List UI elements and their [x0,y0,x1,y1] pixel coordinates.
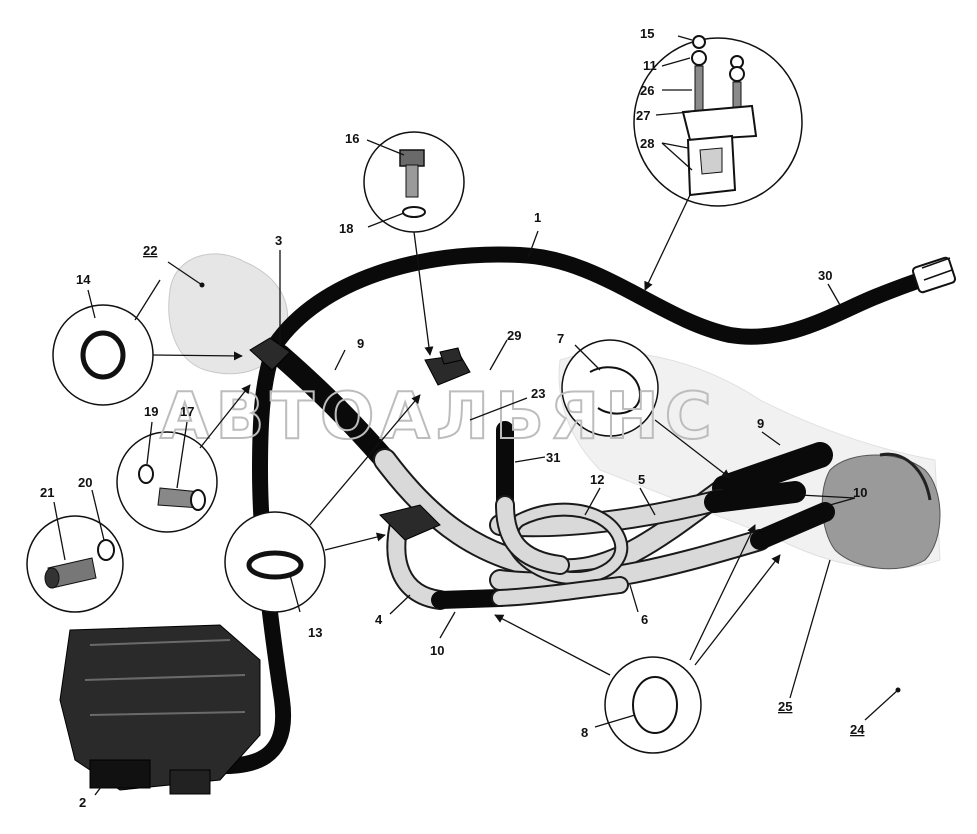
label-6: 6 [641,612,648,627]
label-3: 3 [275,233,282,248]
label-20: 20 [78,475,92,490]
hose-10-lower [431,589,509,609]
label-9-top: 9 [357,336,364,351]
callout-bolt-16 [363,131,465,233]
distributor-2 [59,624,261,795]
part-labels: 15 11 26 27 28 16 18 1 22 3 14 30 9 29 7… [40,26,867,810]
callout-ring-8 [604,656,702,754]
main-hose-1 [267,246,953,353]
label-14: 14 [76,272,91,287]
label-7: 7 [557,331,564,346]
hose-end-fitting-30 [911,256,957,294]
motor-ghost [821,452,941,570]
callout-ring-13 [224,511,326,613]
hose-9-black [269,344,396,471]
label-18: 18 [339,221,353,236]
label-24: 24 [850,722,865,737]
label-4: 4 [375,612,383,627]
label-28: 28 [640,136,654,151]
label-11: 11 [643,58,657,73]
label-19: 19 [144,404,158,419]
hose-9-end [712,442,833,501]
leader-lines [134,194,781,676]
label-22: 22 [143,243,157,258]
fitting-29 [424,347,471,386]
label-12: 12 [590,472,604,487]
block-4 [379,504,441,541]
label-21: 21 [40,485,54,500]
label-29: 29 [507,328,521,343]
callout-fitting-17 [116,431,218,533]
callout-ring-14 [52,304,154,406]
label-8: 8 [581,725,588,740]
label-1: 1 [534,210,541,225]
label-16: 16 [345,131,359,146]
label-26: 26 [640,83,654,98]
label-10-right: 10 [853,485,867,500]
label-9-right: 9 [757,416,764,431]
hose-6 [491,531,769,592]
label-5: 5 [638,472,645,487]
fitting-3 [249,337,291,371]
label-17: 17 [180,404,194,419]
label-25: 25 [778,699,792,714]
label-2: 2 [79,795,86,810]
label-23: 23 [531,386,545,401]
callout-top-right [633,35,803,207]
label-31: 31 [546,450,560,465]
callout-ring-7 [561,339,659,437]
label-15: 15 [640,26,654,41]
watermark: АВТОАЛЬЯНС [160,380,718,454]
label-30: 30 [818,268,832,283]
label-13: 13 [308,625,322,640]
label-pointers [53,35,899,796]
callout-fitting-21 [26,515,124,613]
label-27: 27 [636,108,650,123]
label-10-bottom: 10 [430,643,444,658]
